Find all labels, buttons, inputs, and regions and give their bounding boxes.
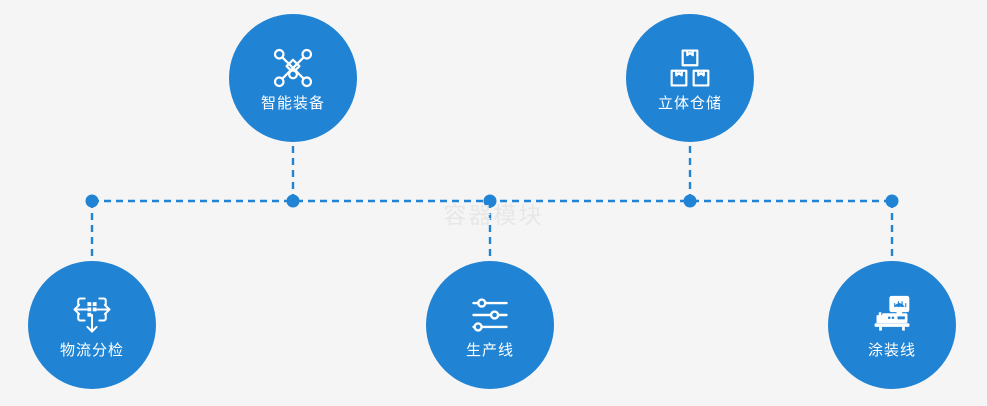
node-intelligent-equipment[interactable]: 智能装备 — [229, 14, 357, 142]
node-label: 生产线 — [465, 341, 514, 359]
network-nodes-icon — [271, 46, 315, 90]
junction-dot[interactable] — [483, 194, 497, 208]
node-label: 智能装备 — [260, 94, 325, 112]
sliders-icon — [468, 293, 512, 337]
node-logistics-sorting[interactable]: 物流分检 — [28, 261, 156, 389]
node-label: 涂装线 — [867, 341, 916, 359]
stacked-boxes-icon — [668, 46, 712, 90]
junction-dot[interactable] — [286, 194, 300, 208]
paint-booth-icon — [870, 293, 914, 337]
junction-dot[interactable] — [885, 194, 899, 208]
junction-dot[interactable] — [85, 194, 99, 208]
node-label: 立体仓储 — [657, 94, 722, 112]
sorting-arrows-icon — [70, 293, 114, 337]
node-production-line[interactable]: 生产线 — [426, 261, 554, 389]
node-stereo-warehouse[interactable]: 立体仓储 — [626, 14, 754, 142]
junction-dot[interactable] — [683, 194, 697, 208]
node-label: 物流分检 — [59, 341, 124, 359]
node-painting-line[interactable]: 涂装线 — [828, 261, 956, 389]
